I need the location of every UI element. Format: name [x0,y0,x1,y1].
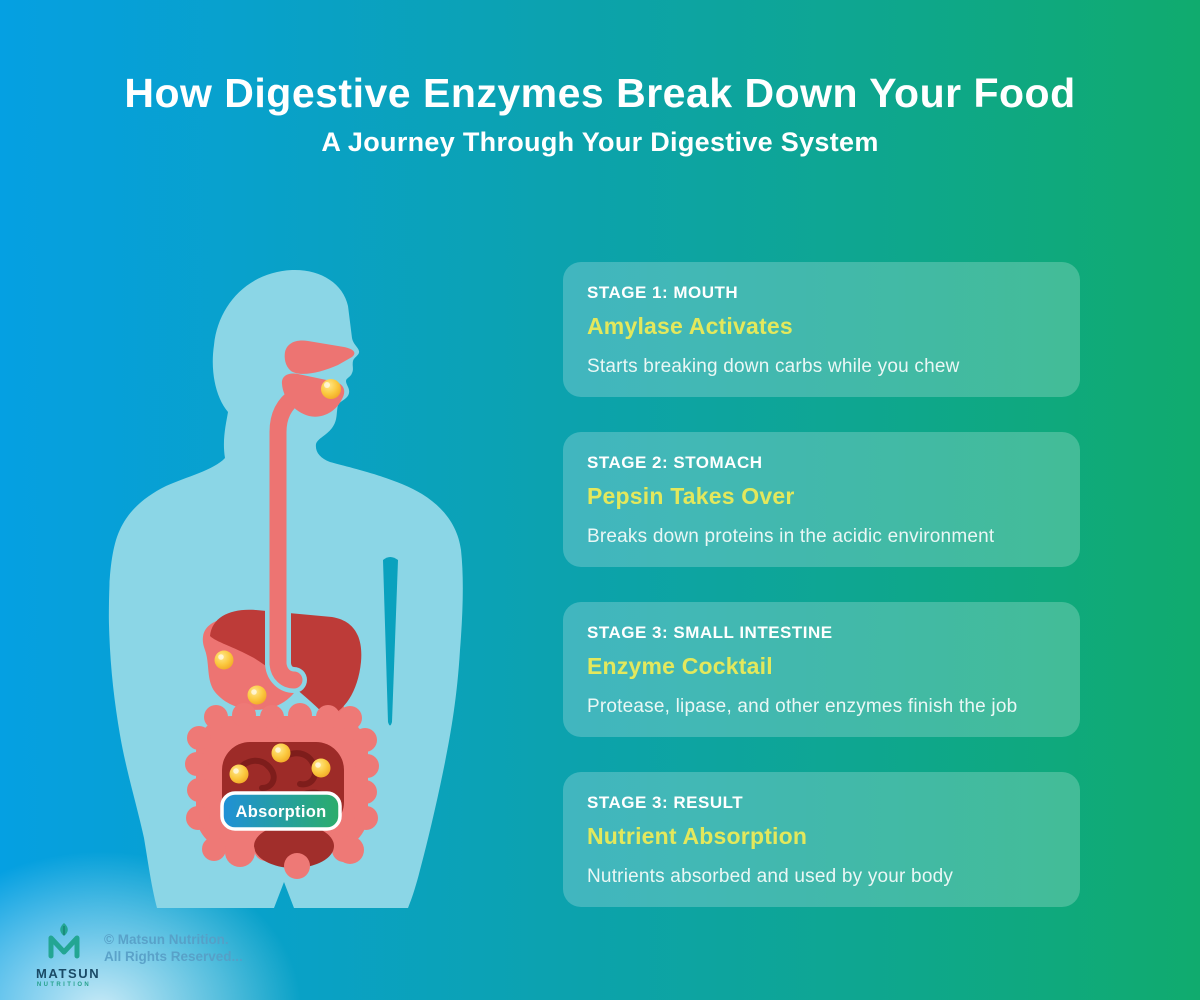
stage-card-1: STAGE 1: MOUTH Amylase Activates Starts … [563,262,1080,397]
stage-heading: Pepsin Takes Over [587,483,795,509]
copyright-line-2: All Rights Reserved... [104,948,243,964]
absorption-badge-label: Absorption [236,803,327,821]
enzyme-balls [214,379,341,784]
stage-description: Protease, lipase, and other enzymes fini… [587,696,1018,717]
esophagus-illustration [265,387,307,693]
stage-heading: Amylase Activates [587,313,793,339]
stage-label: STAGE 1: MOUTH [587,283,739,302]
stage-description: Breaks down proteins in the acidic envir… [587,526,995,547]
stage-card-2: STAGE 2: STOMACH Pepsin Takes Over Break… [563,432,1080,567]
stage-description: Starts breaking down carbs while you che… [587,356,960,377]
logo-subwordmark: NUTRITION [36,982,92,988]
matsun-logo-icon [48,923,80,959]
logo-wordmark: MATSUN [36,966,101,981]
intestines-illustration [185,703,379,879]
stage-label: STAGE 2: STOMACH [587,453,763,472]
stage-heading: Enzyme Cocktail [587,653,773,679]
stage-label: STAGE 3: RESULT [587,793,744,812]
stage-card-3: STAGE 3: SMALL INTESTINE Enzyme Cocktail… [563,602,1080,737]
copyright-line-1: © Matsun Nutrition. [104,932,229,947]
stage-card-4: STAGE 3: RESULT Nutrient Absorption Nutr… [563,772,1080,907]
matsun-logo: MATSUN NUTRITION [36,922,101,988]
absorption-badge: Absorption [220,791,342,831]
stage-heading: Nutrient Absorption [587,823,808,849]
copyright-text: © Matsun Nutrition. All Rights Reserved.… [104,922,243,966]
page-subtitle: A Journey Through Your Digestive System [321,127,879,157]
stages-panel: STAGE 1: MOUTH Amylase Activates Starts … [563,262,1080,907]
stage-label: STAGE 3: SMALL INTESTINE [587,623,833,642]
header: How Digestive Enzymes Break Down Your Fo… [0,70,1200,158]
stage-description: Nutrients absorbed and used by your body [587,866,954,887]
footer: MATSUN NUTRITION © Matsun Nutrition. All… [36,922,243,988]
page-title: How Digestive Enzymes Break Down Your Fo… [124,70,1076,116]
